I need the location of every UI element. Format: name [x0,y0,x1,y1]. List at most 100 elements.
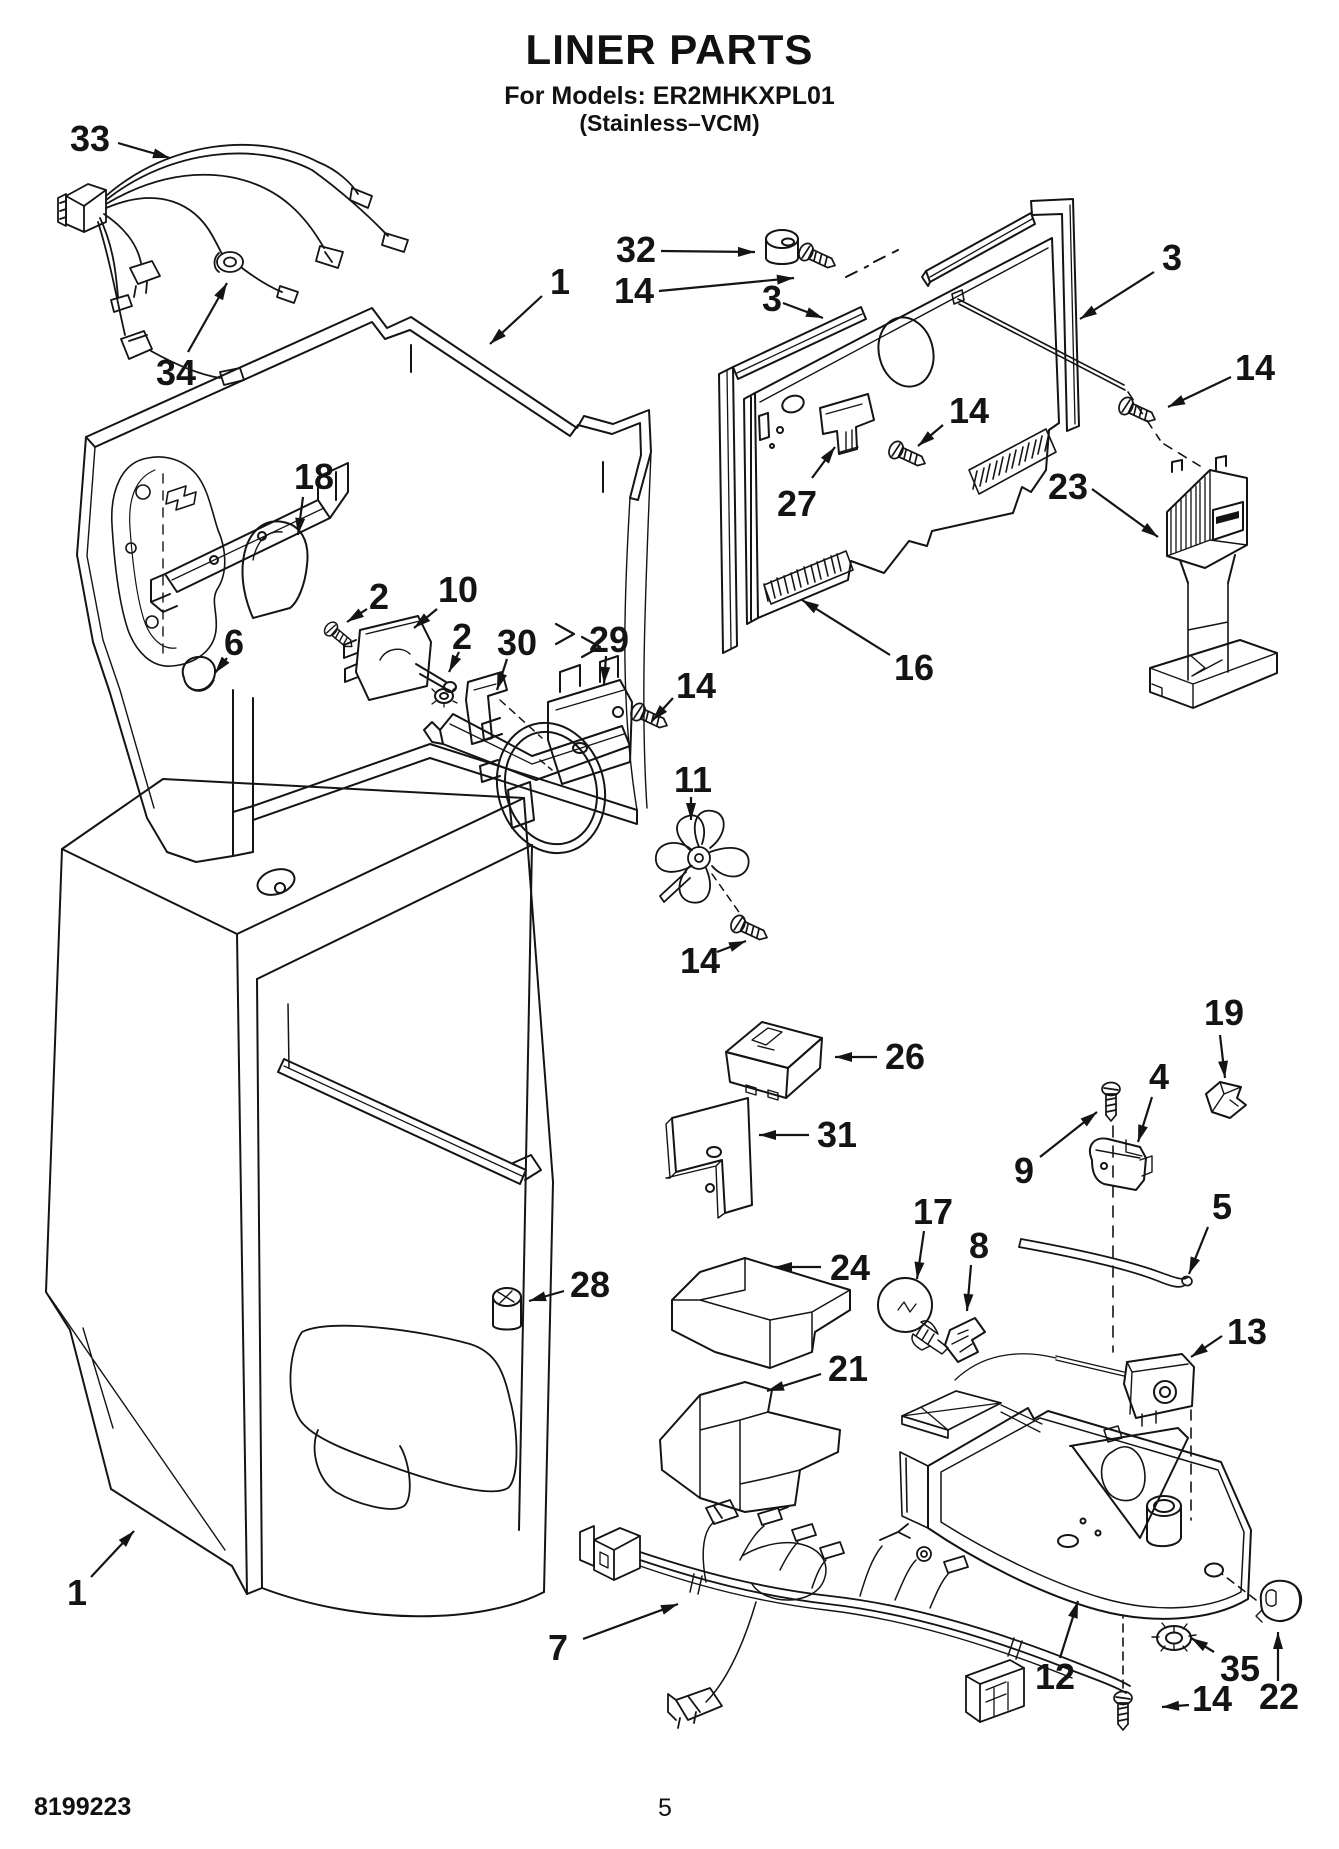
thermostat-13 [954,1353,1195,1521]
part-callout-34: 34 [155,352,197,393]
shield-plate-31 [665,1097,753,1219]
part-callout-16: 16 [893,647,935,688]
bulb-clip-8 [944,1317,986,1363]
leader-arrowhead-14-b [1168,395,1186,407]
shelf-support-24 [671,1257,851,1369]
chevron-marks [554,622,602,659]
leader-arrowhead-22 [1273,1632,1283,1649]
part-callout-1-top: 1 [549,261,571,302]
part-callout-21: 21 [827,1348,869,1389]
leader-arrowhead-30 [497,672,507,690]
part-callout-11: 11 [673,759,713,800]
leader-arrowhead-24 [775,1262,792,1272]
leader-arrowhead-13 [1191,1343,1208,1357]
fan-blade-11 [655,809,750,923]
trim-strip-3-left [718,306,867,654]
leader-arrowhead-14-e [728,941,746,952]
shelf-support-21 [659,1381,841,1513]
part-callout-28: 28 [569,1264,611,1305]
part-callout-24: 24 [829,1247,871,1288]
part-callout-14-f: 14 [1191,1678,1233,1719]
leader-arrowhead-2-a [347,608,364,622]
part-callout-14-a: 14 [613,270,655,311]
damper-rod [951,289,1201,467]
nut-2 [431,684,458,708]
leader-arrowhead-1-bottom [118,1531,134,1547]
leader-arrowhead-8 [963,1293,974,1311]
page-title: LINER PARTS [525,26,814,73]
leader-arrowhead-17 [914,1261,925,1279]
leader-arrowhead-26 [835,1052,852,1062]
part-callout-22: 22 [1258,1676,1300,1717]
leader-arrowhead-32 [737,246,755,257]
leader-arrowhead-33 [152,148,170,159]
rear-panel-16 [743,237,1060,625]
leader-arrowhead-1-top [490,328,506,344]
part-callout-35: 35 [1219,1648,1261,1689]
leader-arrowhead-6 [215,656,230,673]
part-callout-23: 23 [1047,466,1089,507]
page-number: 5 [658,1794,672,1822]
spacer-32 [765,229,799,265]
part-callout-12: 12 [1034,1656,1076,1697]
leader-arrowhead-3-left [805,307,823,318]
heater-bracket-27 [819,393,875,455]
leader-arrowhead-35 [1191,1638,1209,1652]
leader-arrowhead-2-b [449,654,462,672]
leader-arrowhead-14-c [918,431,935,446]
part-callout-4: 4 [1148,1056,1170,1097]
part-callout-9: 9 [1013,1150,1035,1191]
part-callout-2-b: 2 [451,616,473,657]
leader-arrowhead-31 [759,1130,776,1140]
leader-arrowhead-16 [802,600,820,614]
leader-arrowhead-27 [820,447,835,464]
part-callout-10: 10 [437,569,479,610]
clip-19 [1205,1081,1247,1119]
leader-arrowhead-34 [214,283,227,301]
part-callout-7: 7 [547,1627,569,1668]
trim-strip-3-top [921,212,1036,287]
part-callout-33: 33 [69,118,111,159]
part-callout-2-a: 2 [368,576,390,617]
leader-arrowhead-14-a [776,274,794,285]
leader-arrowhead-7 [660,1604,678,1615]
leader-arrowhead-28 [529,1291,547,1302]
plug-28 [492,1287,522,1331]
part-callout-14-d: 14 [675,665,717,706]
part-callout-29: 29 [588,619,630,660]
leader-arrowhead-12 [1068,1601,1078,1619]
part-callout-17: 17 [912,1191,954,1232]
refrigerator-liner-1 [45,778,554,1618]
part-callout-18: 18 [293,456,335,497]
control-knob-22 [1255,1579,1303,1623]
light-bulb-17 [877,1277,949,1355]
part-callout-14-c: 14 [948,390,990,431]
models-line: For Models: ER2MHKXPL01 [504,82,835,110]
leader-line-14-a [658,276,795,293]
part-callout-3-left: 3 [761,278,783,319]
part-callout-13: 13 [1226,1311,1268,1352]
part-callout-31: 31 [816,1114,858,1155]
freezer-foam-gasket [111,456,226,667]
leader-arrowhead-14-f [1162,1700,1180,1711]
part-callout-27: 27 [776,483,818,524]
leader-arrowhead-10 [414,613,431,628]
damper-control-23 [1149,455,1278,709]
leader-arrowhead-9 [1080,1112,1097,1127]
wire-harness-33 [57,143,409,386]
bracket-30 [423,671,631,781]
vent-slots [763,428,1057,605]
freezer-liner-1 [76,307,652,863]
part-callout-5: 5 [1211,1186,1233,1227]
part-callout-3-right: 3 [1161,237,1183,278]
part-callout-14-b: 14 [1234,347,1276,388]
leader-arrowhead-21 [767,1381,785,1391]
cold-control-10 [343,615,457,701]
document-number: 8199223 [34,1793,132,1821]
part-callout-6: 6 [223,622,245,663]
control-console-12 [899,1407,1257,1689]
leader-arrowhead-5 [1189,1256,1201,1274]
leader-arrowhead-14-d [652,705,668,721]
